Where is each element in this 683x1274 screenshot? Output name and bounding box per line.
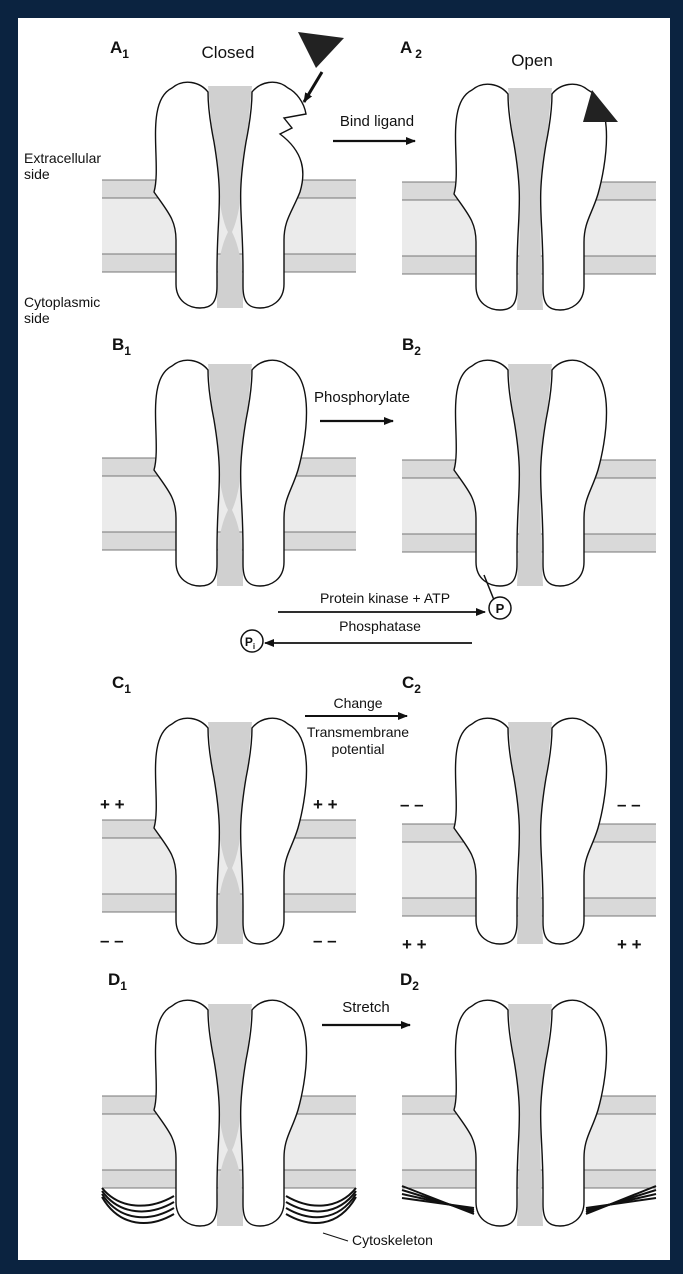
charge-c1-top-left: + +	[100, 795, 125, 814]
cytoplasmic-label-line2: side	[24, 310, 50, 326]
charge-c2-bottom-right: + +	[617, 935, 642, 954]
panel-sub-a1: 1	[122, 47, 129, 61]
charge-c2-top-right: – –	[617, 795, 641, 814]
charge-c1-bottom-left: – –	[100, 931, 124, 950]
panel-sub-d1: 1	[120, 979, 127, 993]
panel-sub-c1: 1	[124, 682, 131, 696]
charge-c1-top-right: + +	[313, 795, 338, 814]
panel-letter-d2: D	[400, 970, 412, 989]
panel-letter-a2: A	[400, 38, 412, 57]
panel-sub-c2: 2	[414, 682, 421, 696]
protein-kinase-label: Protein kinase + ATP	[320, 590, 450, 606]
cytoskeleton-label: Cytoskeleton	[352, 1232, 433, 1248]
change-label: Change	[333, 695, 382, 711]
closed-label: Closed	[202, 43, 255, 62]
charge-c2-bottom-left: + +	[402, 935, 427, 954]
cytoplasmic-label-line1: Cytoplasmic	[24, 294, 100, 310]
panel-letter-b1: B	[112, 335, 124, 354]
panel-letter-c2: C	[402, 673, 414, 692]
panel-sub-b1: 1	[124, 344, 131, 358]
extracellular-label-line2: side	[24, 166, 50, 182]
panel-letter-d1: D	[108, 970, 120, 989]
phosphorylate-label: Phosphorylate	[314, 389, 410, 406]
phosphatase-label: Phosphatase	[339, 618, 421, 634]
panel-letter-a1: A	[110, 38, 122, 57]
panel-sub-d2: 2	[412, 979, 419, 993]
bind-ligand-label: Bind ligand	[340, 113, 414, 130]
inorganic-phosphate-label: P	[245, 635, 253, 649]
panel-letter-c1: C	[112, 673, 124, 692]
stretch-label: Stretch	[342, 999, 390, 1016]
panel-letter-b2: B	[402, 335, 414, 354]
panel-sub-b2: 2	[414, 344, 421, 358]
open-label: Open	[511, 51, 553, 70]
phosphate-badge-label: P	[496, 601, 505, 616]
charge-c2-top-left: – –	[400, 795, 424, 814]
potential-label: potential	[332, 741, 385, 757]
extracellular-label-line1: Extracellular	[24, 150, 101, 166]
charge-c1-bottom-right: – –	[313, 931, 337, 950]
inorganic-phosphate-sub: i	[253, 642, 255, 651]
panel-sub-a2: 2	[415, 47, 422, 61]
transmembrane-label: Transmembrane	[307, 724, 409, 740]
